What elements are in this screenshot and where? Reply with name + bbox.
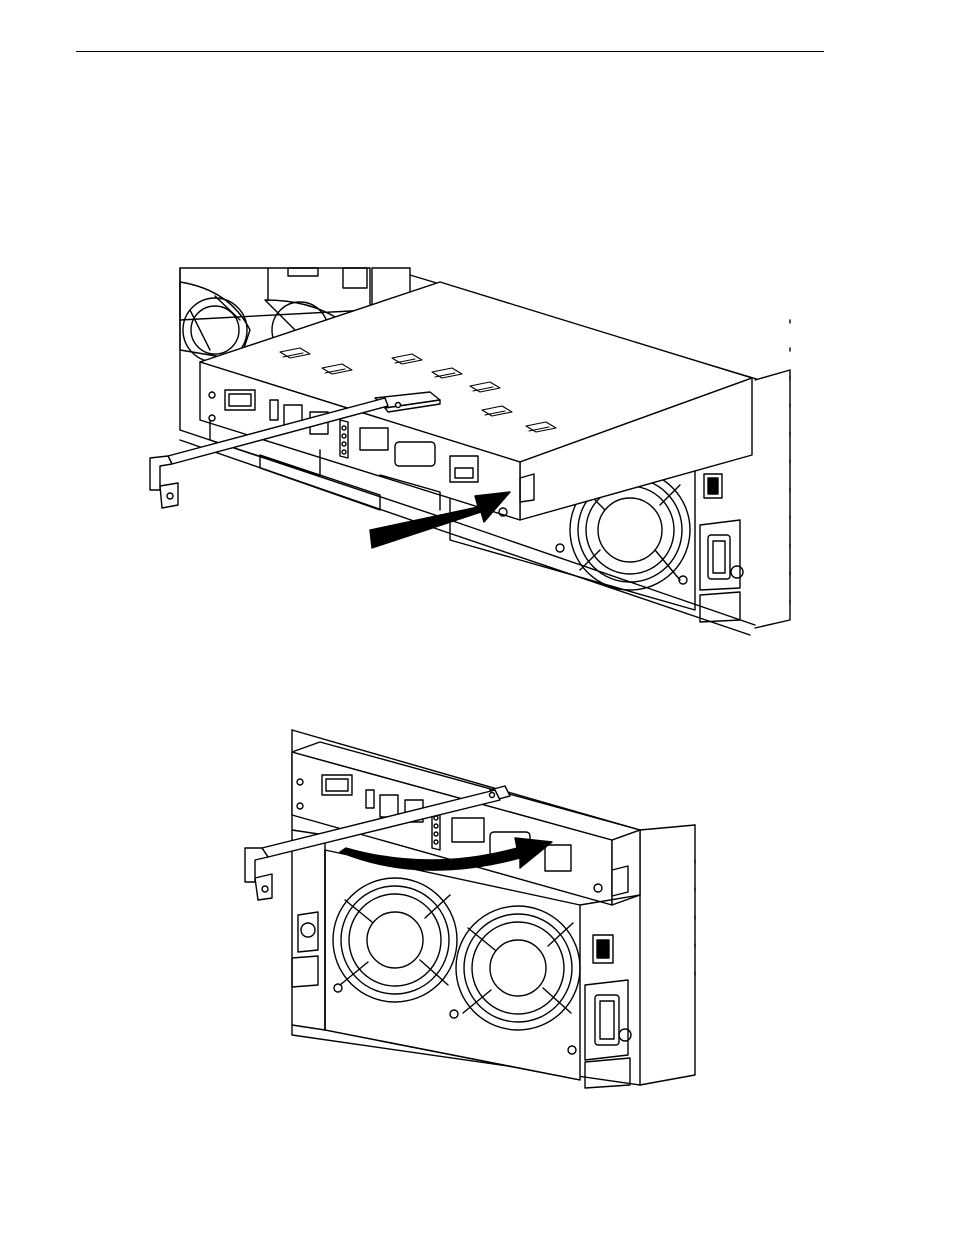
power-section-2 <box>580 895 640 1088</box>
ethernet-port-icon-2 <box>545 845 571 871</box>
screw-icon-left <box>301 923 315 937</box>
figure-rotate-bracket <box>245 730 695 1088</box>
screw-icon <box>731 566 743 578</box>
screw-icon-2 <box>619 1029 631 1041</box>
figure-insert-controller <box>150 268 790 635</box>
left-latch <box>292 830 325 1030</box>
power-inlet-icon-2 <box>585 980 628 1060</box>
